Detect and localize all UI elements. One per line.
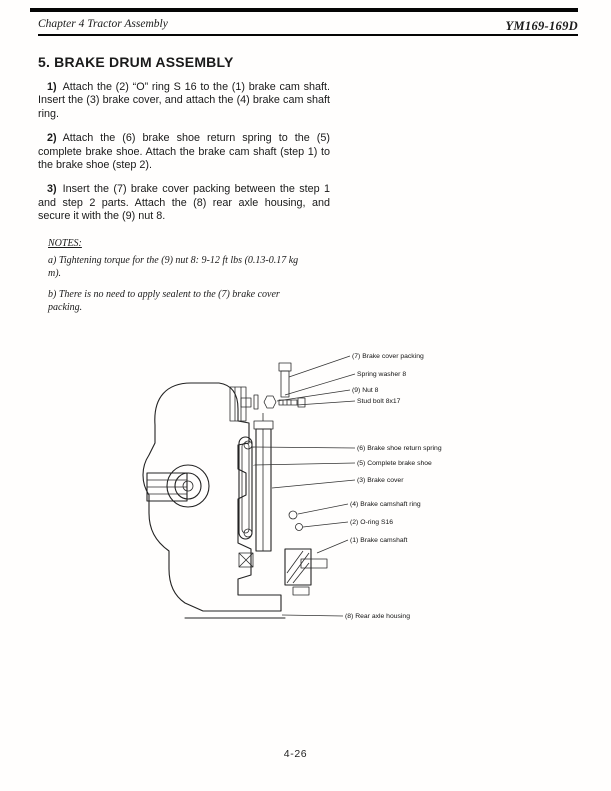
top-rule xyxy=(30,8,578,12)
label-spring-washer: Spring washer 8 xyxy=(357,371,406,378)
chapter-title: Chapter 4 Tractor Assembly xyxy=(38,18,168,30)
label-brake-shoe-return-spring: (6) Brake shoe return spring xyxy=(357,445,442,452)
brake-shoe xyxy=(238,436,253,540)
label-o-ring-s16: (2) O-ring S16 xyxy=(350,519,393,526)
step-2-paragraph: 2)Attach the (6) brake shoe return sprin… xyxy=(38,132,330,172)
label-nut-8: (9) Nut 8 xyxy=(352,387,379,394)
brake-assembly-diagram: (7) Brake cover packing Spring washer 8 … xyxy=(35,343,575,648)
exploded-view-drawing: (7) Brake cover packing Spring washer 8 … xyxy=(142,353,442,620)
note-a: a) Tightening torque for the (9) nut 8: … xyxy=(48,255,299,279)
step-1-number: 1) xyxy=(47,81,57,93)
page-header: Chapter 4 Tractor Assembly YM169-169D xyxy=(38,18,578,36)
axle-and-bearing xyxy=(146,464,210,508)
label-complete-brake-shoe: (5) Complete brake shoe xyxy=(357,460,432,467)
step-3-paragraph: 3)Insert the (7) brake cover packing bet… xyxy=(38,183,330,223)
part-labels: (7) Brake cover packing Spring washer 8 … xyxy=(345,353,442,620)
label-stud-bolt: Stud bolt 8x17 xyxy=(357,398,401,405)
label-brake-cover: (3) Brake cover xyxy=(357,477,404,484)
notes-heading: NOTES: xyxy=(48,237,82,249)
label-brake-cover-packing: (7) Brake cover packing xyxy=(352,353,424,360)
label-brake-camshaft: (1) Brake camshaft xyxy=(350,537,408,544)
step-3-text: Insert the (7) brake cover packing betwe… xyxy=(38,183,330,223)
step-1-paragraph: 1)Attach the (2) “O” ring S 16 to the (1… xyxy=(38,81,330,121)
page-content: Chapter 4 Tractor Assembly YM169-169D 5.… xyxy=(38,18,578,324)
label-brake-camshaft-ring: (4) Brake camshaft ring xyxy=(350,501,421,508)
housing-outline xyxy=(142,382,286,619)
brake-cover-plate xyxy=(253,413,274,552)
model-number: YM169-169D xyxy=(505,19,578,33)
step-3-number: 3) xyxy=(47,183,57,196)
notes-block: NOTES: a) Tightening torque for the (9) … xyxy=(48,238,306,315)
step-2-number: 2) xyxy=(47,132,57,145)
step-1-text: Attach the (2) “O” ring S 16 to the (1) … xyxy=(38,81,330,120)
page-number: 4-26 xyxy=(283,748,308,760)
label-rear-axle-housing: (8) Rear axle housing xyxy=(345,613,410,620)
camshaft-group xyxy=(238,510,328,596)
instruction-text: 1)Attach the (2) “O” ring S 16 to the (1… xyxy=(38,81,330,224)
leader-lines xyxy=(251,355,356,617)
section-title: 5. BRAKE DRUM ASSEMBLY xyxy=(38,54,234,70)
stud-bolt-assembly xyxy=(240,362,306,410)
note-b: b) There is no need to apply sealent to … xyxy=(48,289,280,314)
step-2-text: Attach the (6) brake shoe return spring … xyxy=(38,132,330,172)
